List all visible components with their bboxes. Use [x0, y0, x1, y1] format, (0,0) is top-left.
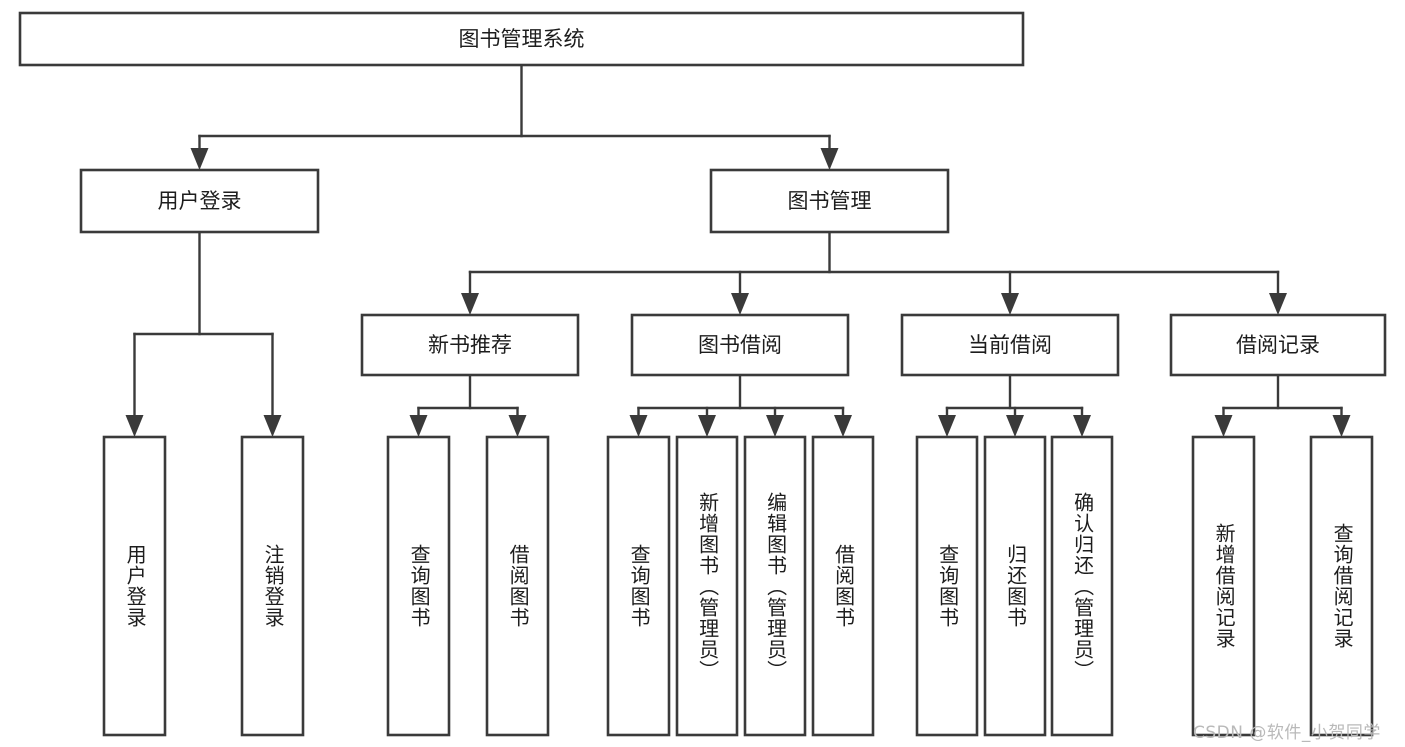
csdn-watermark: CSDN @软件_小贺同学 [1193, 723, 1381, 743]
node-box-leaf-return-book[interactable] [983, 435, 1047, 737]
arrow-down-icon-leaf-user-login [125, 415, 144, 437]
arrow-down-icon-leaf-confirm-return [1073, 415, 1091, 437]
arrow-down-icon-leaf-query-book-3 [938, 415, 956, 437]
node-label-book-borrow: 图书借阅 [698, 333, 782, 357]
node-box-leaf-user-login[interactable] [102, 435, 167, 737]
node-label-root: 图书管理系统 [459, 27, 585, 51]
node-box-leaf-query-record[interactable] [1309, 435, 1374, 737]
arrow-down-icon-leaf-query-book-1 [409, 415, 428, 437]
node-box-leaf-borrow-book-1[interactable] [485, 435, 550, 737]
node-box-leaf-add-record[interactable] [1191, 435, 1256, 737]
node-box-leaf-edit-book[interactable] [743, 435, 807, 737]
connectors-layer [125, 63, 1351, 437]
node-label-new-book-recommend: 新书推荐 [428, 333, 512, 357]
node-box-leaf-logout-login[interactable] [240, 435, 305, 737]
node-label-book-manage: 图书管理 [788, 189, 872, 213]
node-box-leaf-query-book-1[interactable] [386, 435, 451, 737]
arrow-down-icon-user-login [190, 148, 209, 170]
node-label-current-borrow: 当前借阅 [968, 333, 1052, 357]
node-label-user-login: 用户登录 [158, 189, 242, 213]
arrow-down-icon-new-book-recommend [461, 293, 479, 315]
arrow-down-icon-leaf-add-record [1214, 415, 1233, 437]
node-box-leaf-query-book-2[interactable] [606, 435, 671, 737]
node-box-current-borrow[interactable] [900, 313, 1120, 377]
node-box-root[interactable] [18, 11, 1025, 67]
nodes-layer [18, 11, 1387, 737]
arrow-down-icon-leaf-query-record [1332, 415, 1351, 437]
node-box-book-borrow[interactable] [630, 313, 850, 377]
node-box-leaf-query-book-3[interactable] [915, 435, 979, 737]
node-box-user-login[interactable] [79, 168, 320, 234]
arrow-down-icon-leaf-logout-login [263, 415, 282, 437]
arrow-down-icon-leaf-edit-book [766, 415, 784, 437]
node-box-new-book-recommend[interactable] [360, 313, 580, 377]
arrow-down-icon-leaf-query-book-2 [629, 415, 648, 437]
node-label-borrow-record: 借阅记录 [1236, 333, 1320, 357]
arrow-down-icon-leaf-return-book [1006, 415, 1024, 437]
arrow-down-icon-leaf-borrow-book-1 [508, 415, 527, 437]
node-box-leaf-borrow-book-2[interactable] [811, 435, 875, 737]
node-box-leaf-confirm-return[interactable] [1050, 435, 1114, 737]
node-box-book-manage[interactable] [709, 168, 950, 234]
arrow-down-icon-leaf-borrow-book-2 [834, 415, 852, 437]
arrow-down-icon-current-borrow [1001, 293, 1019, 315]
node-box-borrow-record[interactable] [1169, 313, 1387, 377]
arrow-down-icon-borrow-record [1269, 293, 1287, 315]
horizontal-labels-layer: 新书推荐 图书借阅 当前借阅 借阅记录 用户登录 图书管理 图书管理系统 [158, 27, 1321, 357]
arrow-down-icon-leaf-add-book [698, 415, 716, 437]
node-box-leaf-add-book[interactable] [675, 435, 739, 737]
arrow-down-icon-book-manage [820, 148, 839, 170]
arrow-down-icon-book-borrow [731, 293, 749, 315]
